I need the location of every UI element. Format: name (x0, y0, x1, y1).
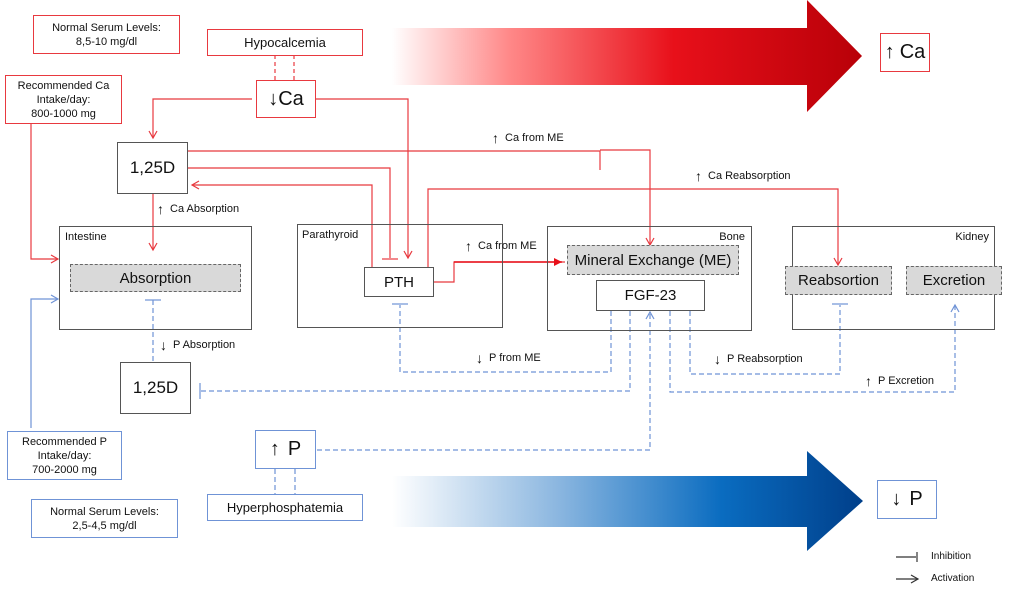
vitamin-d-bottom-node: 1,25D (120, 362, 191, 414)
absorption-label: Absorption (119, 269, 192, 287)
pth-label: PTH (384, 273, 414, 291)
annotation-ca-absorption: ↑ Ca Absorption (157, 201, 239, 217)
intestine-absorption: Absorption (70, 264, 241, 292)
ca-reabsorption-text: Ca Reabsorption (708, 170, 791, 182)
bone-label: Bone (719, 231, 745, 243)
p-from-me-text: P from ME (489, 352, 541, 364)
down-arrow-icon: ↓ (160, 337, 167, 353)
annotation-ca-from-me-pth: ↑ Ca from ME (465, 238, 537, 254)
calcium-low-box: ↓Ca (256, 80, 316, 118)
calcium-intake-line3: 800-1000 mg (31, 107, 96, 120)
ca-from-me-text: Ca from ME (505, 132, 564, 144)
down-arrow-icon: ↓ (476, 350, 483, 366)
phosphate-intake-line2: Intake/day: (37, 449, 92, 462)
phosphate-pathways (152, 300, 960, 494)
ca-from-me-pth-text: Ca from ME (478, 240, 537, 252)
phosphate-intake-line3: 700-2000 mg (32, 463, 97, 476)
phosphate-decrease-arrow (392, 451, 863, 551)
down-arrow-icon: ↓ (714, 351, 721, 367)
calcium-serum-title: Normal Serum Levels: (52, 21, 161, 34)
reabsorption-label: Reabsortion (798, 272, 879, 289)
phosphate-serum-levels-box: Normal Serum Levels: 2,5-4,5 mg/dl (31, 499, 178, 538)
excretion-label: Excretion (922, 272, 986, 289)
calcium-pathways (30, 55, 843, 283)
legend-inhibition: Inhibition (931, 551, 971, 562)
up-arrow-icon: ↑ (695, 168, 702, 184)
vitamin-d-top-label: 1,25D (129, 158, 176, 177)
up-arrow-icon: ↑ (465, 238, 472, 254)
intestine-label: Intestine (65, 231, 107, 243)
annotation-ca-reabsorption: ↑ Ca Reabsorption (695, 168, 791, 184)
vitamin-d-bottom-label: 1,25D (132, 378, 179, 397)
ca-absorption-text: Ca Absorption (170, 203, 240, 215)
legend-icons (896, 552, 920, 584)
annotation-p-from-me: ↓ P from ME (476, 350, 541, 366)
phosphate-intake-box: Recommended P Intake/day: 700-2000 mg (7, 431, 122, 480)
annotation-p-excretion: ↑ P Excretion (865, 373, 934, 389)
up-arrow-icon: ↑ (157, 201, 164, 217)
calcium-intake-line2: Intake/day: (36, 93, 91, 106)
pth-node: PTH (364, 267, 434, 297)
phosphate-serum-title: Normal Serum Levels: (50, 505, 159, 518)
calcium-serum-levels-box: Normal Serum Levels: 8,5-10 mg/dl (33, 15, 180, 54)
calcium-high-box: ↑Ca (880, 33, 930, 72)
hypocalcemia-label: Hypocalcemia (244, 35, 326, 50)
annotation-p-absorption: ↓ P Absorption (160, 337, 235, 353)
annotation-ca-from-me: ↑ Ca from ME (492, 130, 564, 146)
p-reabsorption-text: P Reabsorption (727, 353, 803, 365)
kidney-label: Kidney (955, 231, 989, 243)
legend-inhibition-label: Inhibition (931, 551, 972, 562)
calcium-low-label: Ca (278, 87, 304, 110)
parathyroid-box: Parathyroid (297, 224, 503, 328)
up-arrow-icon: ↑ (865, 373, 872, 389)
phosphate-high-box: ↑P (255, 430, 316, 469)
legend-activation: Activation (931, 573, 974, 584)
hypocalcemia-box: Hypocalcemia (207, 29, 363, 56)
p-absorption-text: P Absorption (173, 339, 236, 351)
calcium-high-label: Ca (899, 41, 926, 63)
legend-activation-label: Activation (931, 573, 975, 584)
calcium-serum-value: 8,5-10 mg/dl (75, 35, 138, 48)
up-arrow-icon: ↑ (492, 130, 499, 146)
mineral-exchange-label: Mineral Exchange (ME) (574, 251, 732, 269)
calcium-intake-line1: Recommended Ca (17, 79, 110, 92)
annotation-p-reabsorption: ↓ P Reabsorption (714, 351, 803, 367)
phosphate-serum-value: 2,5-4,5 mg/dl (72, 519, 137, 532)
kidney-reabsorption: Reabsortion (785, 266, 892, 295)
phosphate-intake-line1: Recommended P (22, 435, 107, 448)
fgf23-node: FGF-23 (596, 280, 705, 311)
bone-box: Bone (547, 226, 752, 331)
parathyroid-label: Parathyroid (302, 229, 359, 241)
phosphate-low-box: ↓P (877, 480, 937, 519)
calcium-increase-arrow (392, 0, 862, 112)
fgf23-label: FGF-23 (624, 287, 677, 304)
calcium-intake-box: Recommended Ca Intake/day: 800-1000 mg (5, 75, 122, 124)
hyperphosphatemia-box: Hyperphosphatemia (207, 494, 363, 521)
down-arrow-icon: ↓ (268, 87, 279, 110)
hyperphosphatemia-label: Hyperphosphatemia (226, 500, 344, 515)
intestine-box: Intestine (59, 226, 252, 330)
phosphate-high-label: P (287, 438, 302, 460)
up-arrow-icon: ↑ (269, 438, 280, 460)
phosphate-low-label: P (909, 488, 923, 510)
up-arrow-icon: ↑ (884, 41, 895, 63)
kidney-excretion: Excretion (906, 266, 1002, 295)
vitamin-d-top-node: 1,25D (117, 142, 188, 194)
mineral-exchange: Mineral Exchange (ME) (567, 245, 739, 275)
p-excretion-text: P Excretion (878, 375, 935, 387)
down-arrow-icon: ↓ (891, 488, 902, 510)
